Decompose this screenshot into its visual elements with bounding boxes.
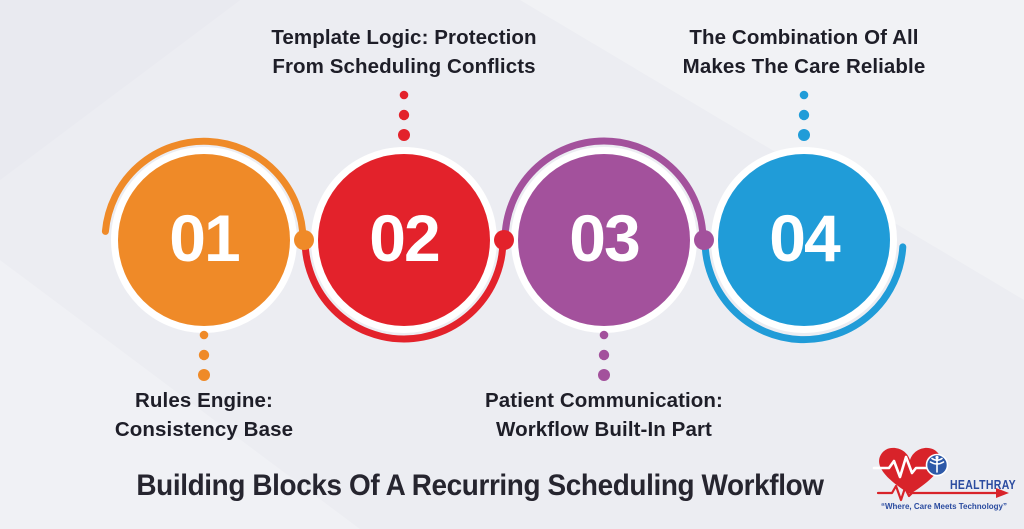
connector-dot-2-3 xyxy=(494,230,514,250)
step-4-circle xyxy=(718,154,890,326)
healthray-logo-graphic: HEALTHRAY “Where, Care Meets Technology” xyxy=(872,447,1016,511)
caduceus-icon xyxy=(929,457,945,473)
background-shape xyxy=(520,0,1024,300)
step-4-leader-dot xyxy=(799,90,809,100)
step-2-label: Template Logic: Protection From Scheduli… xyxy=(234,23,574,81)
step-3-label-line1: Patient Communication: xyxy=(485,389,723,412)
connector-dot-1-2 xyxy=(294,230,314,250)
step-4-label: The Combination Of All Makes The Care Re… xyxy=(634,23,974,81)
step-3-label-line2: Workflow Built-In Part xyxy=(496,418,712,441)
caduceus-icon-tip xyxy=(935,455,939,460)
step-1-leader-dot xyxy=(199,330,209,340)
connector-dot-3-4 xyxy=(694,230,714,250)
step-4-arc xyxy=(701,236,907,344)
step-2-circle xyxy=(318,154,490,326)
step-2-label-line2: From Scheduling Conflicts xyxy=(272,55,536,78)
step-3-arc xyxy=(501,137,707,244)
step-1-leader-dot xyxy=(198,349,210,361)
step-4-number: 04 xyxy=(769,201,841,275)
step-1-label-line2: Consistency Base xyxy=(114,418,294,441)
background-shape xyxy=(0,0,240,180)
step-3-leader-dot xyxy=(598,369,610,381)
background-shape xyxy=(0,260,360,529)
ekg-line-icon xyxy=(872,455,930,479)
step-4-leader-dot xyxy=(798,129,810,141)
step-2-label-line1: Template Logic: Protection xyxy=(271,26,537,49)
step-2-number: 02 xyxy=(369,201,439,275)
healthray-logo: HEALTHRAY “Where, Care Meets Technology” xyxy=(866,436,1020,524)
step-2-arc xyxy=(301,236,507,343)
step-1-circle xyxy=(118,154,290,326)
step-3-circle xyxy=(518,154,690,326)
step-1-number: 01 xyxy=(169,201,239,275)
step-2-leader-dot xyxy=(398,109,410,121)
step-1-leader-dot xyxy=(198,369,210,381)
step-3-label: Patient Communication: Workflow Built-In… xyxy=(434,386,774,444)
step-1-label: Rules Engine: Consistency Base xyxy=(34,386,374,444)
brand-name: HEALTHRAY xyxy=(950,477,1016,492)
ekg-underline-icon xyxy=(876,484,1000,502)
step-4-label-line2: Makes The Care Reliable xyxy=(682,55,926,78)
step-3-leader-dot xyxy=(599,330,609,340)
step-3-number: 03 xyxy=(569,201,639,275)
step-4-label-line1: The Combination Of All xyxy=(689,26,919,49)
step-1-arc xyxy=(101,137,307,244)
arrow-head-icon xyxy=(996,488,1009,498)
step-2-leader-dot xyxy=(399,90,409,100)
step-4-leader-dot xyxy=(798,109,810,121)
step-3-leader-dot xyxy=(598,349,610,361)
infographic-title: Building Blocks Of A Recurring Schedulin… xyxy=(136,469,824,502)
step-1-label-line1: Rules Engine: xyxy=(135,389,273,412)
brand-tagline: “Where, Care Meets Technology” xyxy=(881,501,1007,511)
step-2-leader-dot xyxy=(398,129,410,141)
